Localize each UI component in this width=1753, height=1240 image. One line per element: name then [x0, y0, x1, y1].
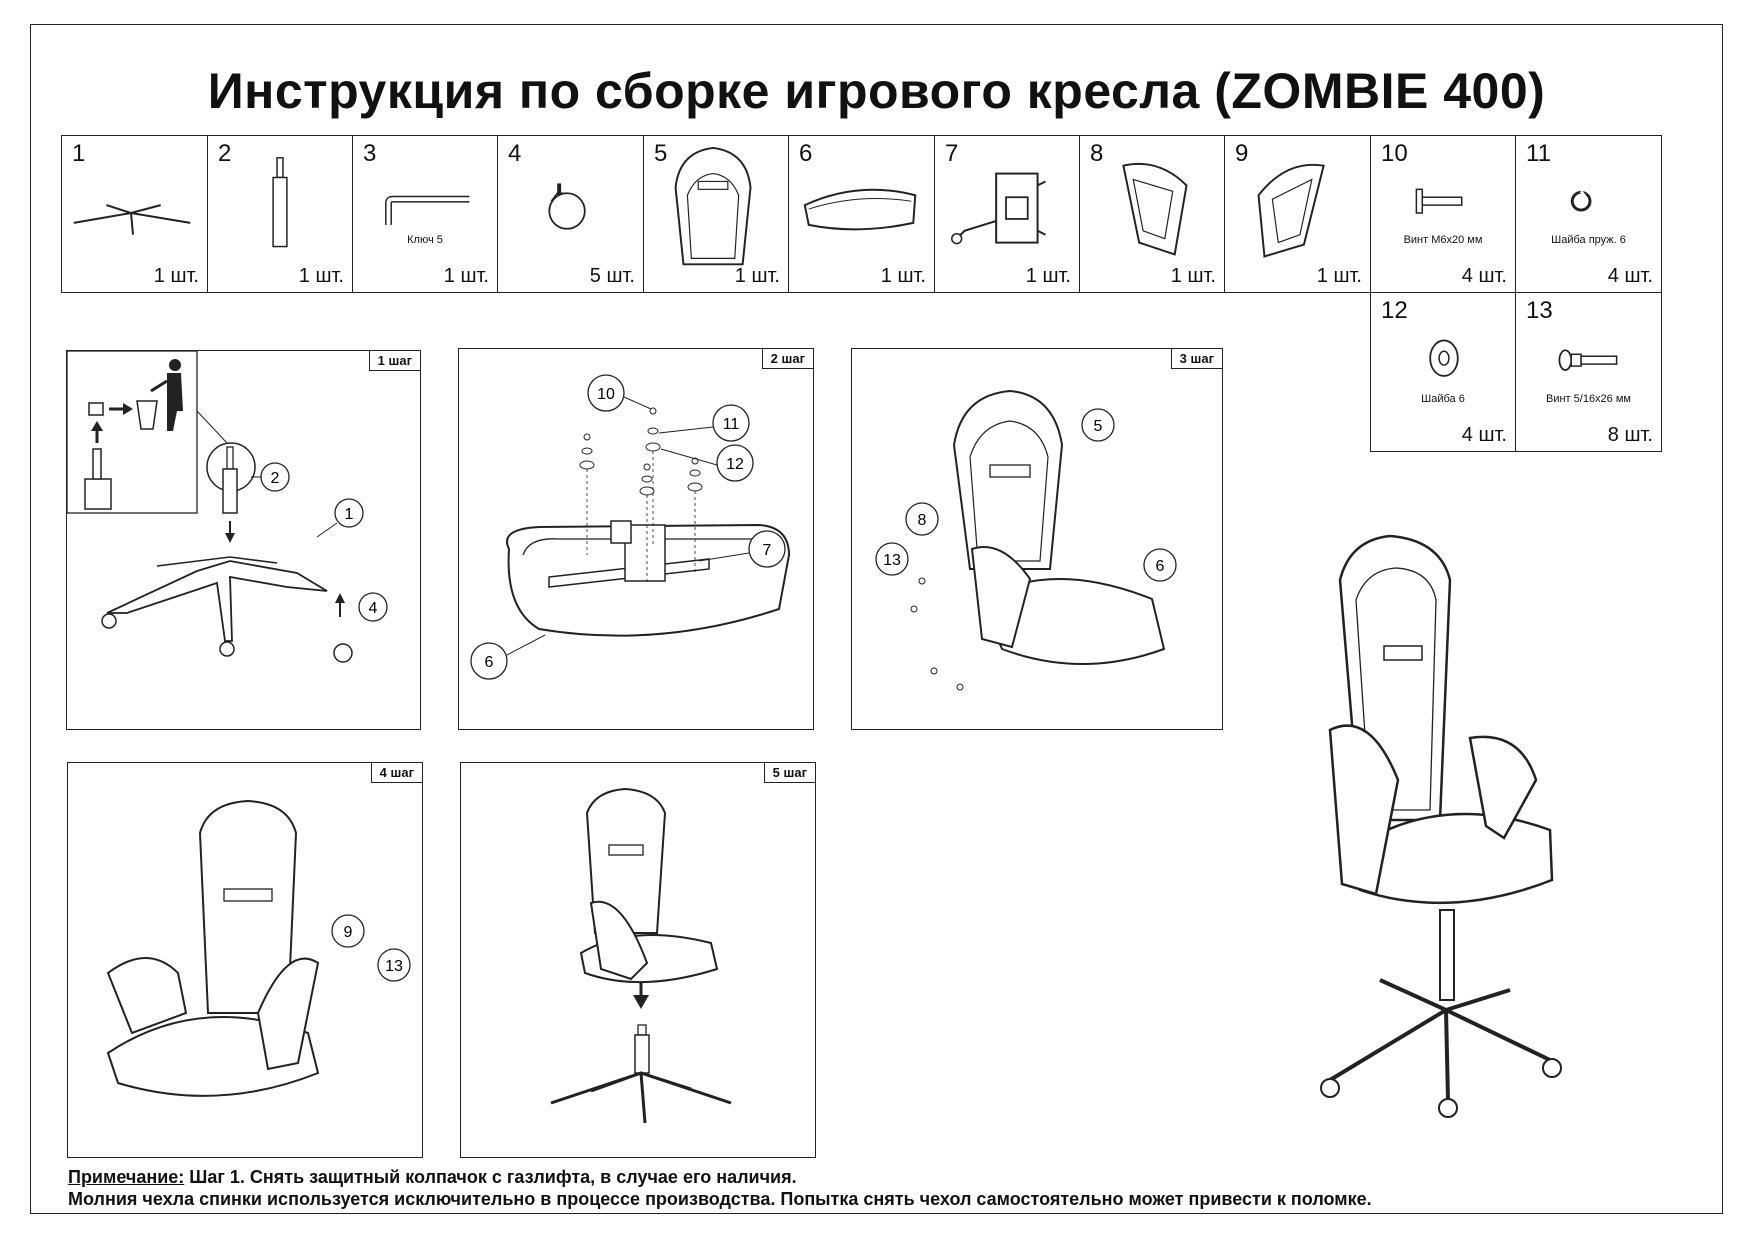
callout: 6 [485, 654, 494, 671]
part-number: 5 [654, 140, 668, 167]
part-cell-8: 8 1 шт. [1079, 135, 1225, 293]
part-quantity: 1 шт. [443, 265, 489, 287]
washer-icon [1429, 339, 1459, 377]
part-quantity: 4 шт. [1461, 265, 1507, 287]
seat-icon [803, 188, 917, 231]
part-quantity: 1 шт. [1170, 265, 1216, 287]
callout: 5 [1094, 418, 1103, 435]
part-caption: Шайба пруж. 6 [1551, 234, 1626, 246]
page-title: Инструкция по сборке игрового кресла (ZO… [207, 63, 1546, 119]
part-cell-10: 10 Винт М6х20 мм 4 шт. [1370, 135, 1516, 293]
part-caption: Винт М6х20 мм [1403, 234, 1483, 246]
step-4-diagram: 9 13 [106, 799, 411, 1097]
part-quantity: 1 шт. [1025, 265, 1071, 287]
callout: 6 [1156, 558, 1165, 575]
step-3-panel: 3 шаг 8 5 13 6 [851, 348, 1223, 730]
callout: 1 [345, 506, 354, 523]
step-3-diagram: 8 5 13 6 [875, 389, 1177, 691]
step-2-panel: 2 шаг 10 11 12 7 6 [458, 348, 814, 730]
part-number: 6 [799, 140, 813, 167]
part-number: 13 [1526, 297, 1553, 324]
armrest-right-icon [1257, 163, 1325, 258]
part-cell-4: 4 5 шт. [497, 135, 644, 293]
part-quantity: 5 шт. [589, 265, 635, 287]
callout: 8 [918, 512, 927, 529]
step-2-diagram: 10 11 12 7 6 [470, 374, 791, 680]
part-cell-6: 6 1 шт. [788, 135, 935, 293]
assembled-chair-illustration [1320, 534, 1562, 1118]
bolt-icon [1415, 188, 1463, 214]
step-label: 1 шаг [368, 351, 420, 371]
part-quantity: 8 шт. [1607, 424, 1653, 446]
callout: 4 [369, 600, 378, 617]
callout: 13 [385, 958, 403, 975]
note-line-2: Молния чехла спинки используется исключи… [68, 1189, 1372, 1209]
part-cell-13: 13 Винт 5/16х26 мм 8 шт. [1515, 292, 1662, 452]
callout: 9 [344, 924, 353, 941]
caster-icon [548, 183, 586, 230]
part-number: 4 [508, 140, 522, 167]
part-number: 9 [1235, 140, 1249, 167]
step-1-panel: 1 шаг 2 1 4 [66, 350, 421, 730]
assembly-note: Примечание: Шаг 1. Снять защитный колпач… [68, 1166, 1372, 1210]
callout: 10 [597, 386, 615, 403]
base-icon [73, 204, 191, 235]
part-number: 7 [945, 140, 959, 167]
part-cell-5: 5 1 шт. [643, 135, 789, 293]
part-cell-9: 9 1 шт. [1224, 135, 1371, 293]
part-cell-1: 1 1 шт. [61, 135, 208, 293]
callout: 11 [723, 416, 740, 433]
part-caption: Винт 5/16х26 мм [1546, 393, 1631, 405]
part-number: 12 [1381, 297, 1408, 324]
part-quantity: 1 шт. [153, 265, 199, 287]
step-4-panel: 4 шаг 9 13 [67, 762, 423, 1158]
callout: 12 [726, 456, 744, 473]
step-label: 5 шаг [763, 763, 815, 783]
gas-lift-icon [272, 157, 288, 248]
part-quantity: 1 шт. [880, 265, 926, 287]
step-label: 4 шаг [370, 763, 422, 783]
mechanism-icon [951, 172, 1046, 245]
page-frame [30, 24, 1723, 1214]
spring-washer-icon [1570, 190, 1592, 212]
step-1-diagram: 2 1 4 [67, 351, 388, 663]
bolt-long-icon [1558, 349, 1618, 371]
part-quantity: 4 шт. [1607, 265, 1653, 287]
step-label: 3 шаг [1170, 349, 1222, 369]
part-number: 1 [72, 140, 86, 167]
part-quantity: 1 шт. [734, 265, 780, 287]
part-cell-12: 12 Шайба 6 4 шт. [1370, 292, 1516, 452]
part-cell-2: 2 1 шт. [207, 135, 353, 293]
part-caption: Шайба 6 [1421, 393, 1465, 405]
callout: 13 [883, 552, 901, 569]
step-label: 2 шаг [761, 349, 813, 369]
part-quantity: 1 шт. [298, 265, 344, 287]
part-number: 8 [1090, 140, 1104, 167]
armrest-left-icon [1122, 162, 1188, 256]
part-number: 11 [1526, 140, 1551, 167]
part-cell-7: 7 1 шт. [934, 135, 1080, 293]
note-line-1: Шаг 1. Снять защитный колпачок с газлифт… [184, 1167, 797, 1187]
part-cell-11: 11 Шайба пруж. 6 4 шт. [1515, 135, 1662, 293]
part-number: 10 [1381, 140, 1408, 167]
step-5-panel: 5 шаг [460, 762, 816, 1158]
part-number: 3 [363, 140, 377, 167]
part-quantity: 1 шт. [1316, 265, 1362, 287]
note-label: Примечание: [68, 1167, 185, 1187]
hex-key-icon [385, 195, 470, 225]
part-number: 2 [218, 140, 232, 167]
step-5-diagram [550, 787, 732, 1124]
part-quantity: 4 шт. [1461, 424, 1507, 446]
part-cell-3: 3 Ключ 5 1 шт. [352, 135, 498, 293]
callout: 7 [763, 542, 772, 559]
part-caption: Ключ 5 [407, 234, 443, 246]
callout: 2 [271, 470, 280, 487]
backrest-icon [674, 146, 752, 266]
